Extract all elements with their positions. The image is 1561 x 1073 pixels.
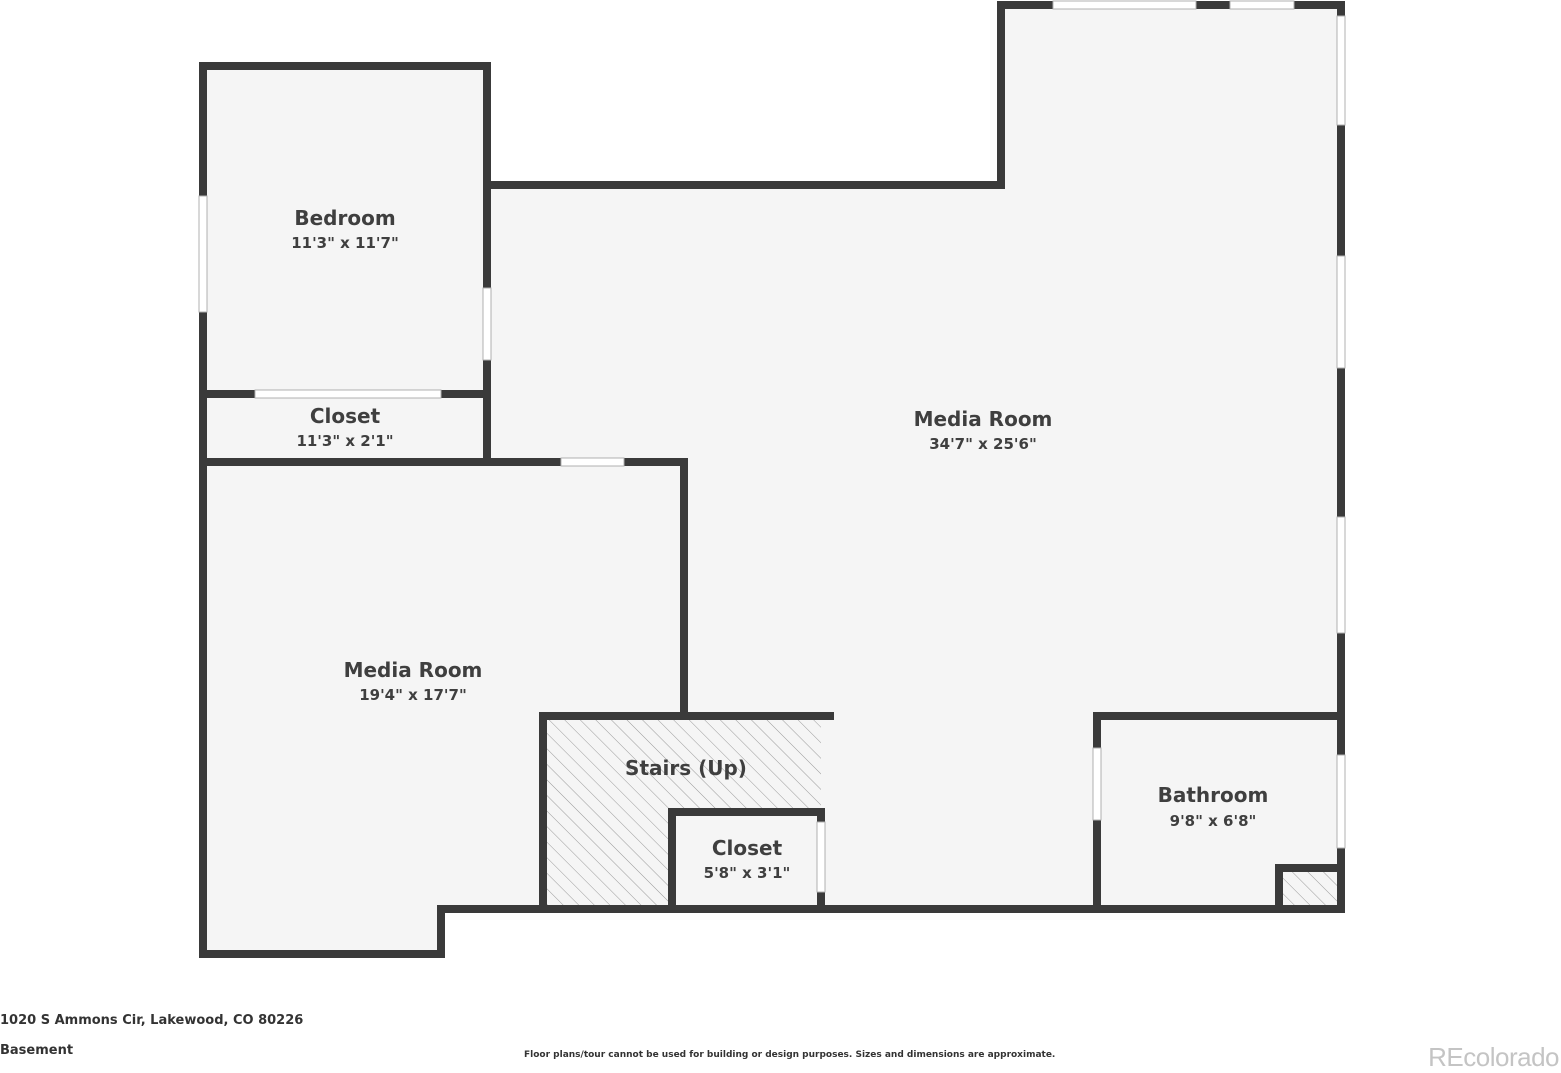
stairs-wall xyxy=(539,712,834,913)
closet-2-name: Closet xyxy=(712,836,783,860)
media-room-small-name: Media Room xyxy=(344,658,483,682)
right-window-3 xyxy=(1336,516,1346,634)
bathroom-name: Bathroom xyxy=(1158,783,1269,807)
closet-2-floor xyxy=(672,812,821,909)
bathroom-dims: 9'8" x 6'8" xyxy=(1170,812,1257,830)
bedroom-door-opening xyxy=(482,287,492,361)
bathroom-door-opening xyxy=(1092,747,1102,821)
openings xyxy=(198,0,1346,893)
closet-1-name: Closet xyxy=(310,404,381,428)
closet-1-dims: 11'3" x 2'1" xyxy=(296,432,393,450)
walls xyxy=(199,1,1345,958)
top-window-2 xyxy=(1229,0,1295,10)
closet-1-floor xyxy=(203,394,487,462)
bedroom-window xyxy=(198,195,208,313)
room-labels: Bedroom 11'3" x 11'7" Closet 11'3" x 2'1… xyxy=(291,206,1268,882)
bathroom-window xyxy=(1336,754,1346,849)
media-room-large-dims: 34'7" x 25'6" xyxy=(929,435,1037,453)
stairs-name: Stairs (Up) xyxy=(625,756,747,780)
exterior-wall xyxy=(199,1,1345,958)
disclaimer-text: Floor plans/tour cannot be used for buil… xyxy=(524,1050,1056,1060)
right-window-1 xyxy=(1336,15,1346,126)
media-room-small-dims: 19'4" x 17'7" xyxy=(359,686,467,704)
bathroom-shaft-wall xyxy=(1275,864,1345,913)
media-passage-opening xyxy=(560,457,625,467)
closet-2-door-opening xyxy=(816,821,826,893)
media-room-large-floor xyxy=(487,5,1341,909)
bedroom-name: Bedroom xyxy=(294,206,395,230)
media-room-large-name: Media Room xyxy=(914,407,1053,431)
bathroom-shaft-hatch xyxy=(1279,870,1339,908)
bedroom-dims: 11'3" x 11'7" xyxy=(291,234,399,252)
closet-2-dims: 5'8" x 3'1" xyxy=(704,864,791,882)
right-window-2 xyxy=(1336,255,1346,369)
closet-1-door-opening xyxy=(254,389,442,399)
bathroom-wall xyxy=(1093,712,1345,913)
top-window-1 xyxy=(1052,0,1197,10)
bedroom-floor xyxy=(203,66,487,392)
brand-logo: REcolorado xyxy=(1428,1042,1559,1072)
floor-level-label: Basement xyxy=(0,1043,74,1058)
property-address: 1020 S Ammons Cir, Lakewood, CO 80226 xyxy=(0,1013,304,1028)
